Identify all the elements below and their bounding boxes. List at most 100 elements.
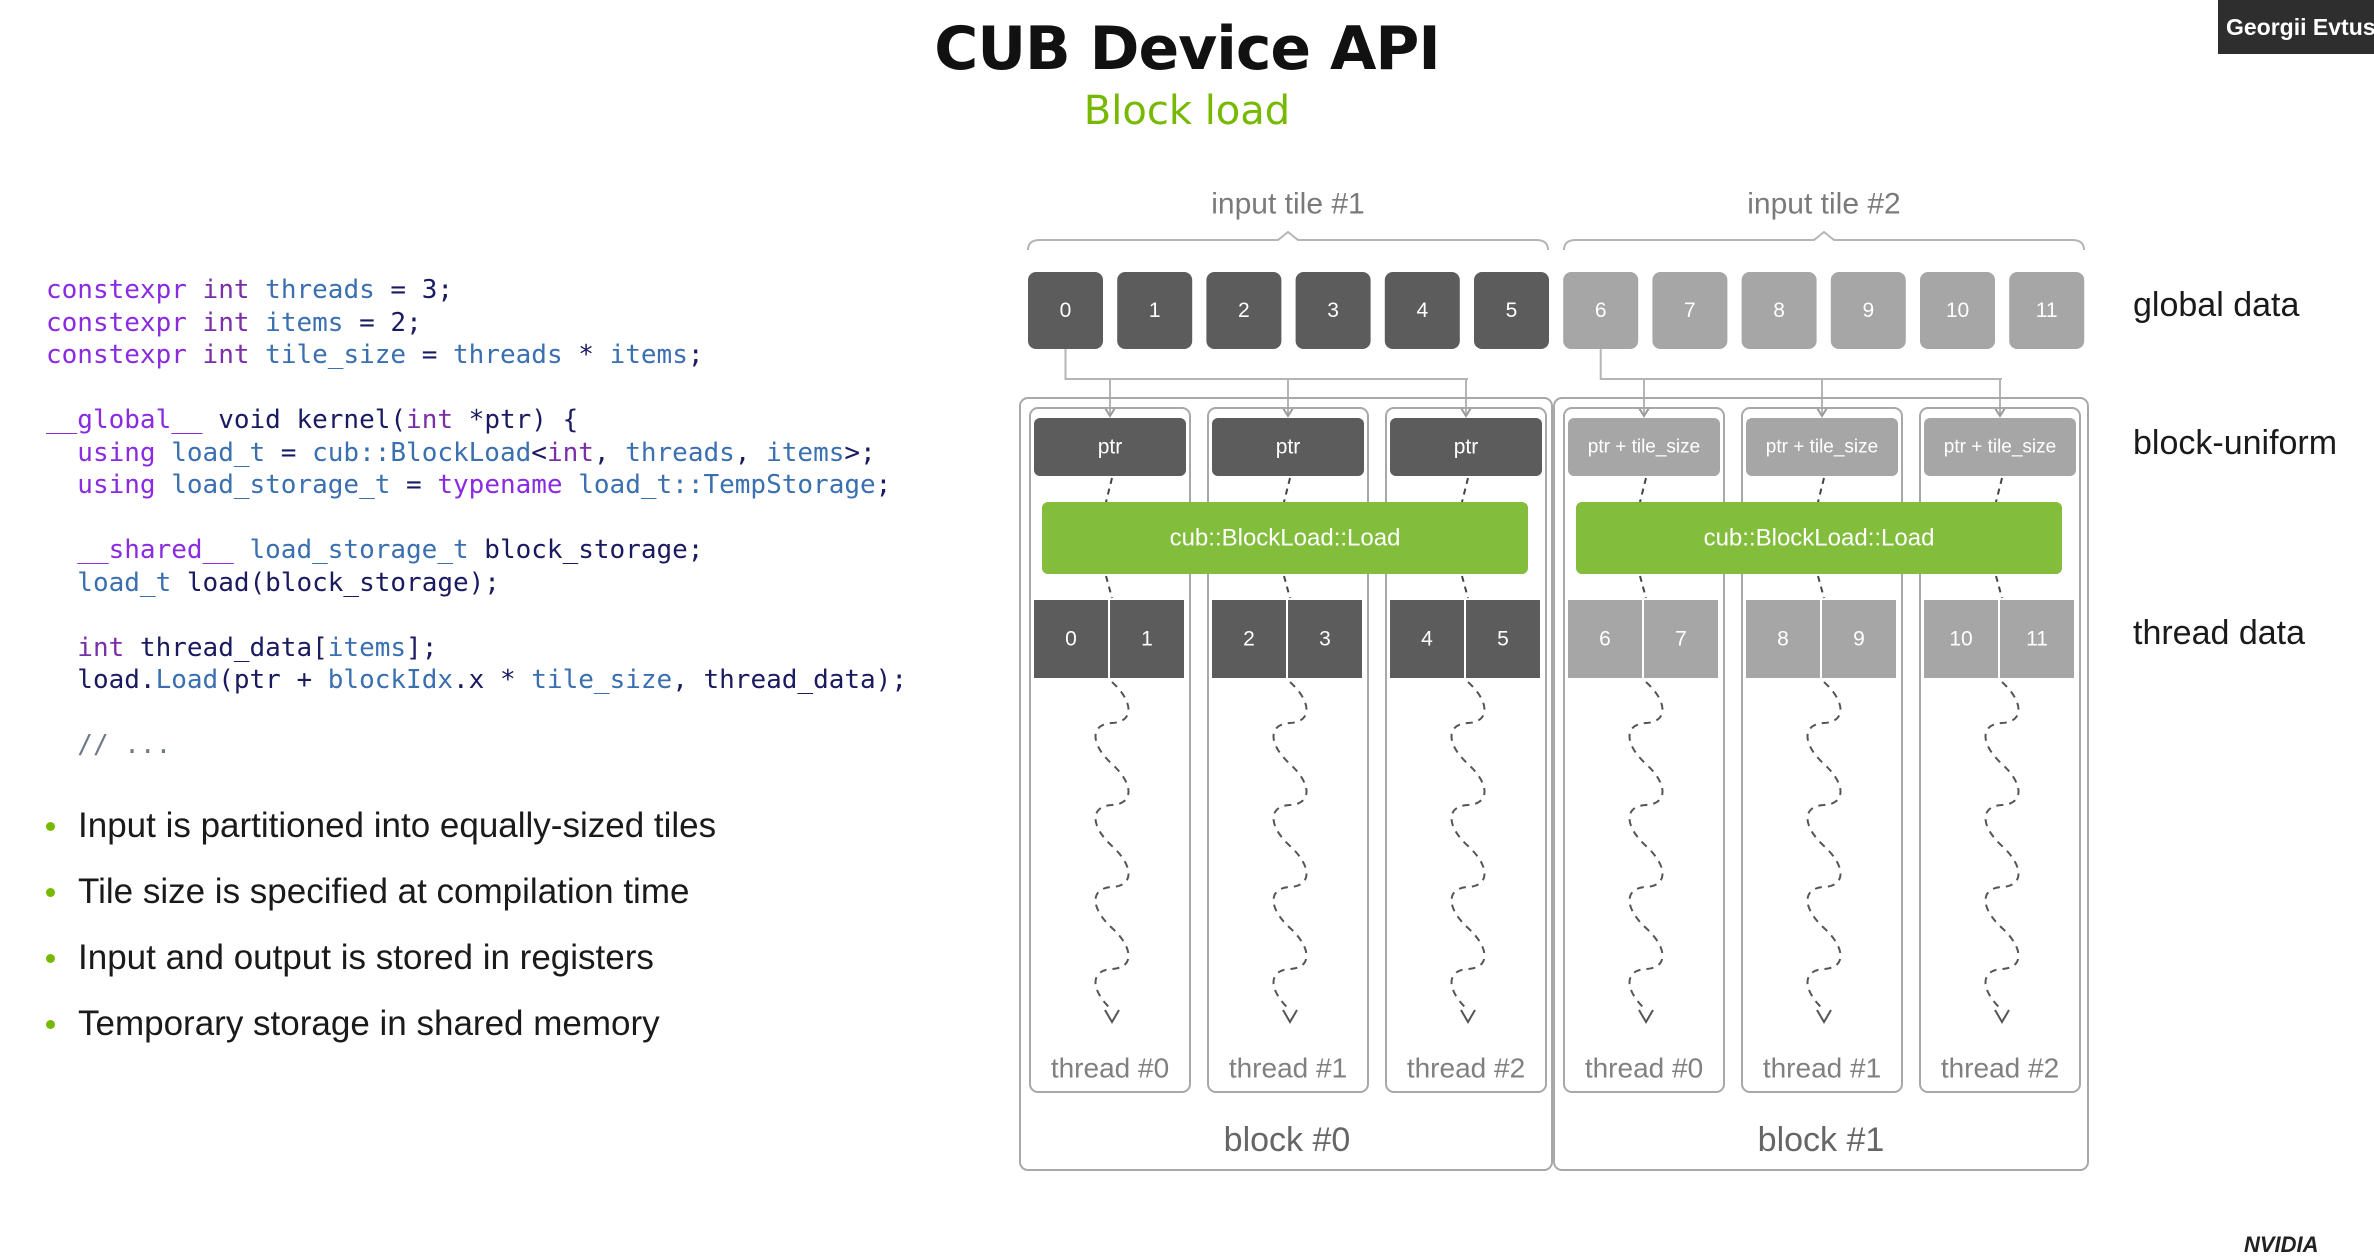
code-token: int [406, 405, 469, 435]
global-data-cell [1206, 272, 1282, 349]
ptr-box [1034, 418, 1186, 476]
code-line: using load_storage_t = typename load_t::… [46, 470, 891, 500]
global-data-value: 8 [1773, 299, 1785, 322]
global-data-cell [1741, 272, 1817, 349]
thread-label: thread #1 [1763, 1053, 1881, 1084]
dashed-flow [1283, 575, 1291, 599]
thread-label: thread #2 [1407, 1053, 1525, 1084]
code-token: threads [265, 275, 375, 305]
thread-data-value: 9 [1853, 628, 1865, 651]
dashed-flow [1817, 575, 1825, 599]
code-token: constexpr [46, 340, 203, 370]
code-line: constexpr int threads = 3; [46, 275, 453, 305]
bullet-item: Temporary storage in shared memory [46, 998, 716, 1064]
code-token: tile_size [531, 665, 673, 695]
thread-data-cell [1034, 600, 1108, 678]
code-token: ( [390, 405, 407, 435]
code-token: block_storage; [468, 535, 704, 565]
thread-flow-line [1450, 681, 1486, 1011]
thread-data-value: 4 [1421, 628, 1433, 651]
bullet-list: Input is partitioned into equally-sized … [46, 800, 716, 1064]
global-data-cell [1563, 272, 1639, 349]
block-frame [1553, 397, 2089, 1171]
global-data-value: 10 [1946, 299, 1969, 322]
bullet-text: Tile size is specified at compilation ti… [78, 872, 690, 911]
code-token: cub::BlockLoad [312, 437, 532, 468]
tile-label: input tile #1 [1211, 188, 1364, 221]
code-token: thread_data[ [139, 632, 328, 663]
code-token: , [734, 437, 767, 468]
ptr-label: ptr + tile_size [1766, 437, 1878, 458]
thread-flow-line [1272, 681, 1308, 1011]
thread-data-cell [1288, 600, 1362, 678]
thread-data-value: 11 [2026, 628, 2048, 651]
thread-data-cell [1110, 600, 1184, 678]
presenter-name-tag: Georgii Evtush [2218, 0, 2374, 54]
arrow-head-icon [1460, 1009, 1476, 1024]
thread-flow-line [1806, 681, 1842, 1011]
dashed-flow [1105, 575, 1113, 599]
global-data-value: 2 [1238, 299, 1250, 322]
code-line: // ... [46, 730, 171, 760]
thread-label: thread #0 [1051, 1053, 1169, 1084]
code-line: load_t load(block_storage); [46, 568, 500, 598]
code-token: = [374, 275, 422, 305]
code-token: ; [875, 470, 892, 500]
thread-data-cell [1924, 600, 1998, 678]
code-token: items [265, 307, 344, 338]
global-data-cell [1384, 272, 1460, 349]
code-token: , [593, 437, 626, 468]
code-token: = [343, 307, 391, 338]
code-token: ; [406, 307, 422, 338]
tile-label: input tile #2 [1747, 188, 1900, 221]
global-data-cell [1028, 272, 1103, 349]
bullet-dot-icon [46, 888, 55, 897]
global-data-value: 11 [2036, 299, 2058, 322]
ptr-label: ptr + tile_size [1944, 437, 2056, 458]
code-token: 2 [390, 307, 407, 338]
code-token: < [531, 437, 547, 468]
bullet-item: Input is partitioned into equally-sized … [46, 800, 716, 866]
label-thread-data: thread data [2133, 614, 2306, 652]
global-data-cell [1474, 272, 1549, 349]
ptr-box [1746, 418, 1898, 476]
ptr-box [1568, 418, 1720, 476]
global-data-value: 5 [1506, 299, 1518, 322]
dashed-flow [1461, 477, 1469, 503]
thread-data-cell [1466, 600, 1540, 678]
ptr-label: ptr [1276, 436, 1301, 459]
slide-title: CUB Device API [934, 14, 1440, 84]
code-line: constexpr int items = 2; [46, 308, 422, 338]
global-data-value: 6 [1595, 299, 1607, 322]
ptr-box [1212, 418, 1364, 476]
bullet-text: Input and output is stored in registers [78, 938, 654, 977]
code-line: constexpr int tile_size = threads * item… [46, 340, 704, 370]
code-token: int [202, 275, 266, 305]
code-token: ; [687, 340, 704, 370]
dashed-flow [1817, 477, 1825, 503]
code-token: (ptr + [218, 665, 328, 695]
block-load-label: cub::BlockLoad::Load [1704, 525, 1935, 552]
thread-lane [1207, 407, 1369, 1093]
global-data-value: 0 [1060, 299, 1072, 322]
bullet-dot-icon [46, 1020, 55, 1029]
code-token: void [218, 405, 297, 435]
thread-lane [1385, 407, 1547, 1093]
global-data-cell [1117, 272, 1193, 349]
code-line: int thread_data[items]; [46, 633, 437, 663]
code-token: ]; [406, 632, 438, 663]
code-token: int [546, 437, 594, 468]
thread-label: thread #0 [1585, 1053, 1703, 1084]
bullet-dot-icon [46, 954, 55, 963]
arrow-head-icon [1460, 407, 1472, 418]
thread-data-value: 8 [1777, 628, 1789, 651]
block-label: block #0 [1224, 1121, 1351, 1159]
code-token: load_t [171, 437, 266, 468]
connector-line [1064, 349, 1468, 380]
block-load-bar [1042, 502, 1528, 574]
arrow-head-icon [1994, 1009, 2010, 1024]
thread-data-cell [1746, 600, 1820, 678]
arrow-head-icon [1282, 1009, 1298, 1024]
code-token: kernel [296, 405, 391, 435]
global-data-cell [1830, 272, 1906, 349]
